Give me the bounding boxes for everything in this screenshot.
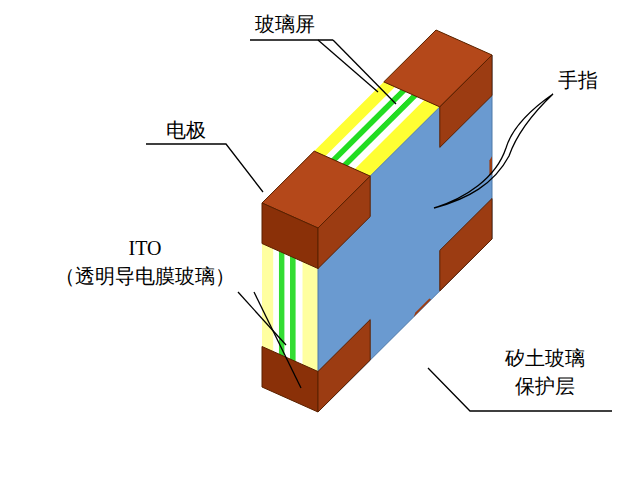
electrode-strip bbox=[414, 299, 431, 317]
front-glass-face bbox=[318, 55, 492, 412]
part-label: 电极 bbox=[141, 116, 231, 144]
leader-line bbox=[333, 40, 396, 104]
electrode-front bbox=[318, 320, 370, 412]
electrode-front bbox=[440, 199, 492, 291]
leader-line bbox=[318, 40, 378, 92]
electrode-side bbox=[262, 203, 318, 269]
part-label: 手指 bbox=[538, 66, 618, 94]
part-label: 矽土玻璃 保护层 bbox=[490, 344, 600, 400]
part-label: ITO （透明导电膜玻璃） bbox=[40, 234, 250, 290]
electrode-side bbox=[262, 347, 318, 413]
finger-outline bbox=[434, 94, 553, 208]
part-label: 玻璃屏 bbox=[225, 10, 345, 38]
electrode-front bbox=[440, 55, 492, 147]
leader-line bbox=[254, 292, 301, 388]
electrode-front bbox=[318, 176, 370, 268]
leader-line bbox=[238, 292, 286, 345]
leader-line bbox=[250, 39, 333, 40]
leader-line bbox=[146, 144, 263, 192]
